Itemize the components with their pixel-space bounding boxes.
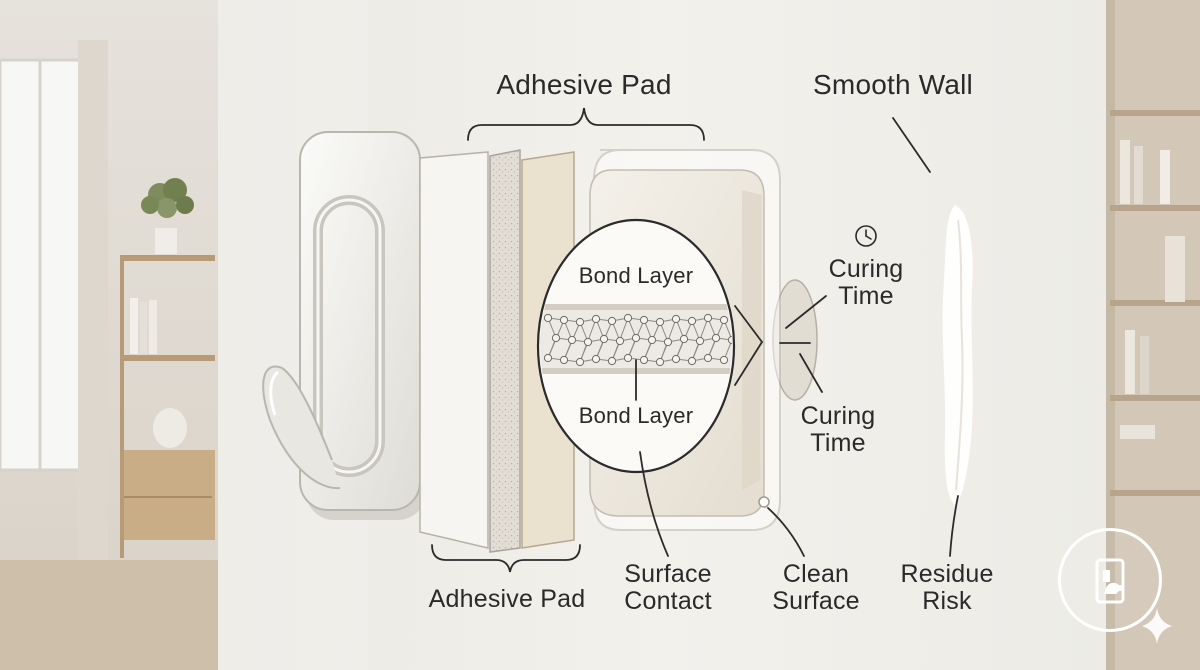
label-residue-risk: Residue Risk <box>900 561 993 615</box>
molecule-atom <box>647 335 657 345</box>
molecule-atom <box>727 335 732 345</box>
label-curing-time-lower: Curing Time <box>801 403 876 457</box>
label-bond-layer-bottom: Bond Layer <box>578 403 694 428</box>
molecule-atom <box>583 337 593 347</box>
label-curing-time-lower-line2: Time <box>810 429 866 457</box>
label-clean-surface: Clean Surface <box>772 561 860 615</box>
pad-layer-foam <box>489 149 521 553</box>
label-smooth-wall: Smooth Wall <box>813 69 973 100</box>
molecule-atom <box>607 356 617 366</box>
label-residue-risk-line1: Residue <box>900 560 994 588</box>
molecule-atom <box>559 355 569 365</box>
molecule-atom <box>543 353 553 363</box>
label-adhesive-pad-bottom: Adhesive Pad <box>428 585 586 613</box>
residue-smear <box>942 205 973 505</box>
molecule-atom <box>639 355 649 365</box>
molecule-atom <box>687 316 697 326</box>
molecule-atom <box>559 315 569 325</box>
molecule-atom <box>671 354 681 364</box>
clock-icon <box>855 225 877 247</box>
plug-hand-icon <box>1095 558 1125 604</box>
molecule-atom <box>591 354 601 364</box>
callout-lines <box>431 107 959 573</box>
label-clean-surface-line1: Clean <box>782 560 850 588</box>
molecule-atom <box>591 314 601 324</box>
molecule-atom <box>631 333 641 343</box>
molecular-bond-network <box>543 313 732 367</box>
molecule-atom <box>607 316 617 326</box>
molecule-atom <box>719 355 729 365</box>
sparkle-icon <box>1142 608 1172 644</box>
molecule-atom <box>639 315 649 325</box>
molecule-atom <box>655 317 665 327</box>
pad-layer-white <box>419 151 489 549</box>
molecule-atom <box>543 313 553 323</box>
molecule-atom <box>671 314 681 324</box>
molecule-atom <box>623 353 633 363</box>
molecule-atom <box>551 333 561 343</box>
label-residue-risk-line2: Risk <box>922 587 972 615</box>
molecule-atom <box>623 313 633 323</box>
molecule-atom <box>615 336 625 346</box>
molecule-atom <box>567 335 577 345</box>
molecule-atom <box>719 315 729 325</box>
hook-component <box>262 131 426 520</box>
label-surface-contact-line2: Contact <box>624 587 712 615</box>
room-background-left <box>0 0 220 670</box>
label-adhesive-pad-top: Adhesive Pad <box>496 69 672 100</box>
molecule-atom <box>655 357 665 367</box>
molecule-atom <box>687 356 697 366</box>
molecule-atom <box>575 317 585 327</box>
molecule-atom <box>679 334 689 344</box>
label-curing-time-lower-line1: Curing <box>800 402 876 430</box>
molecule-atom <box>663 337 673 347</box>
label-bond-layer-top: Bond Layer <box>578 263 694 288</box>
molecule-atom <box>599 334 609 344</box>
label-surface-contact-line1: Surface <box>624 560 712 588</box>
label-curing-time-upper-line2: Time <box>838 282 894 310</box>
label-clean-surface-line2: Surface <box>772 587 860 615</box>
molecule-atom <box>575 357 585 367</box>
plug-hand-badge[interactable] <box>1058 528 1162 632</box>
label-curing-time-upper: Curing Time <box>829 256 904 310</box>
molecule-atom <box>703 313 713 323</box>
molecule-atom <box>703 353 713 363</box>
molecule-atom <box>711 333 721 343</box>
molecule-atom <box>695 336 705 346</box>
label-surface-contact: Surface Contact <box>624 561 712 615</box>
label-curing-time-upper-line1: Curing <box>828 255 904 283</box>
